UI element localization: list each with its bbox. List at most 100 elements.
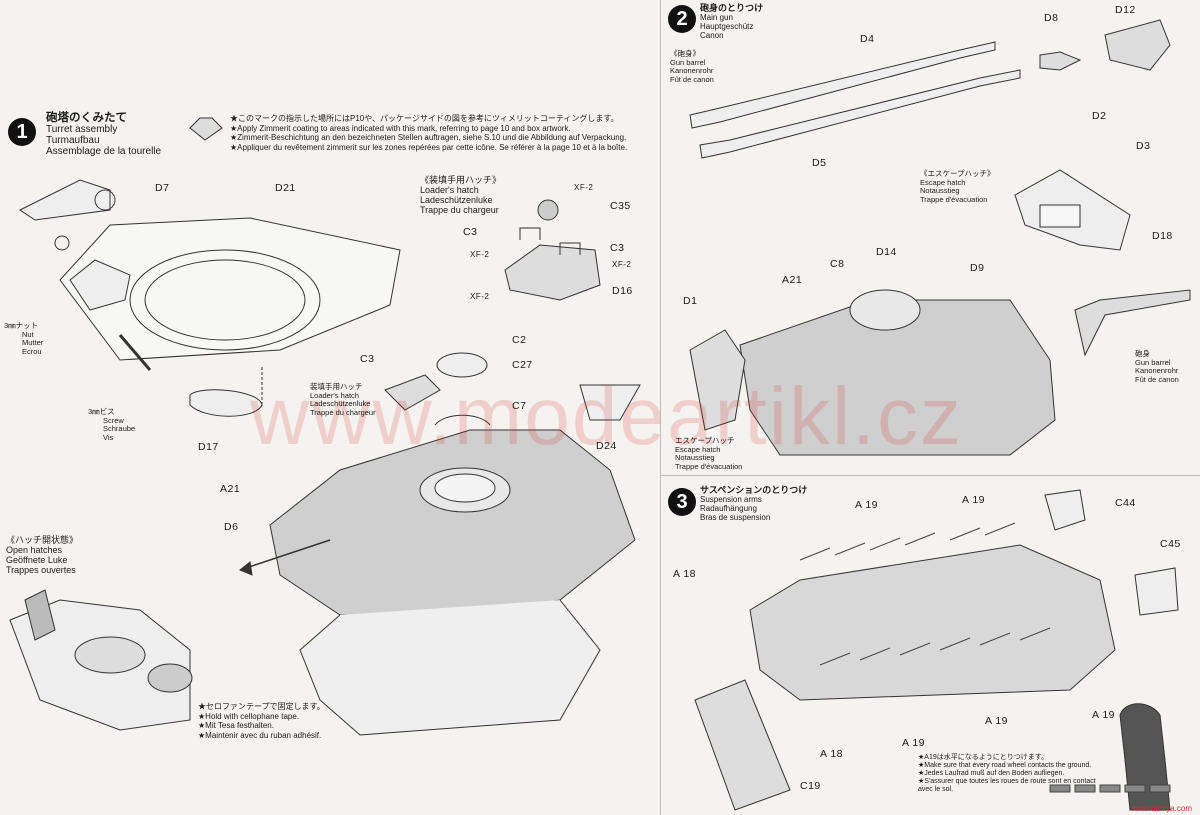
part-a19-c: A 19 <box>985 715 1009 727</box>
nut-jp: 3㎜ナット <box>4 321 39 330</box>
part-d4: D4 <box>860 33 875 45</box>
part-xf2-d: XF-2 <box>470 292 490 301</box>
screw-jp: 3㎜ビス <box>88 407 115 416</box>
part-d3: D3 <box>1136 140 1151 152</box>
step-1-title-en: Turret assembly <box>46 124 118 135</box>
zimmerit-note: ★このマークの指示した場所にはP10や、パッケージサイドの図を参考にツィメリット… <box>230 114 650 152</box>
step-3-title-fr: Bras de suspension <box>700 513 771 522</box>
screw-fr: Vis <box>103 432 114 442</box>
part-xf2-c: XF-2 <box>612 260 632 269</box>
part-a19-d: A 19 <box>1092 709 1116 721</box>
screw-en: Screw <box>103 415 124 425</box>
part-c45: C45 <box>1160 538 1181 550</box>
part-d5: D5 <box>812 157 827 169</box>
step-3-title-en: Suspension arms <box>700 495 762 504</box>
part-c19: C19 <box>800 780 821 792</box>
screw-label: 3㎜ビス Screw Schraube Vis <box>88 407 136 442</box>
watermark-text: www.modeartikl.cz <box>250 371 963 462</box>
part-d17: D17 <box>198 441 219 453</box>
zimmerit-note-de: ★Zimmerit-Beschichtung an den bezeichnet… <box>230 133 627 142</box>
step-1-heading: 砲塔のくみたて Turret assembly Turmaufbau Assem… <box>46 112 162 157</box>
part-c3-b: C3 <box>610 242 625 254</box>
step-1-title-jp: 砲塔のくみたて <box>46 112 127 124</box>
step-2-title-de: Hauptgeschütz <box>700 22 754 31</box>
zimmerit-note-fr: ★Appliquer du revêtement zimmerit sur le… <box>230 142 628 152</box>
part-a18-a: A 18 <box>673 568 697 580</box>
part-c35: C35 <box>610 200 631 212</box>
step-1-title-de: Turmaufbau <box>46 135 100 146</box>
nut-en: Nut <box>22 329 34 339</box>
zimmerit-note-en: ★Apply Zimmerit coating to areas indicat… <box>230 123 571 133</box>
screw-de: Schraube <box>103 424 136 433</box>
part-c3-a: C3 <box>463 226 478 238</box>
gun-barrel-2-fr: Fût de canon <box>1135 374 1179 384</box>
part-d21: D21 <box>275 182 296 194</box>
step-3-title-de: Radaufhängung <box>700 504 757 513</box>
part-d8: D8 <box>1044 12 1059 24</box>
escape-hatch-fr: Trappe d'évacuation <box>920 194 988 204</box>
open-hatches-label: 《ハッチ開状態》 Open hatches Geöffnete Luke Tra… <box>6 535 78 575</box>
loaders-hatch-label: 《装填手用ハッチ》 Loader's hatch Ladeschützenluk… <box>420 175 501 215</box>
level-note-de: ★Jedes Laufrad muß auf den Boden auflieg… <box>918 770 1065 777</box>
tape-note-fr: ★Maintenir avec du ruban adhésif. <box>198 730 322 740</box>
part-c8: C8 <box>830 258 845 270</box>
step-1-number: 1 <box>8 118 36 146</box>
step-1-title-fr: Assemblage de la tourelle <box>46 146 162 157</box>
nut-label: 3㎜ナット Nut Mutter Ecrou <box>4 321 44 356</box>
part-d1: D1 <box>683 295 698 307</box>
nut-de: Mutter <box>22 338 44 347</box>
escape-hatch-de: Notausstieg <box>920 186 960 195</box>
part-c7: C7 <box>512 400 527 412</box>
escape-hatch-2-jp: エスケープハッチ <box>675 436 735 445</box>
loaders-hatch-2-fr: Trappe du chargeur <box>310 407 376 417</box>
nut-fr: Ecrou <box>22 346 42 356</box>
gun-barrel-en: Gun barrel <box>670 57 706 67</box>
loaders-hatch-2-label: 装填手用ハッチ Loader's hatch Ladeschützenluke … <box>310 382 376 417</box>
tape-note-jp: ★セロファンテープで固定します。 <box>198 702 325 711</box>
loaders-hatch-2-en: Loader's hatch <box>310 390 359 400</box>
part-d24: D24 <box>596 440 617 452</box>
level-note-jp: ★A19は水平になるようにとりつけます。 <box>918 754 1049 761</box>
open-hatches-jp: 《ハッチ開状態》 <box>6 535 79 545</box>
footer-url: www.tamiya.com <box>1131 804 1192 813</box>
escape-hatch-en: Escape hatch <box>920 177 966 187</box>
part-d9: D9 <box>970 262 985 274</box>
tape-note-en: ★Hold with cellophane tape. <box>198 711 300 721</box>
open-hatches-en: Open hatches <box>6 545 63 555</box>
open-hatches-fr: Trappes ouvertes <box>6 565 76 575</box>
part-xf2-a: XF-2 <box>574 183 594 192</box>
part-d18: D18 <box>1152 230 1173 242</box>
step-3-number: 3 <box>668 488 696 516</box>
gun-barrel-2-jp: 砲身 <box>1135 349 1150 358</box>
loaders-hatch-fr: Trappe du chargeur <box>420 205 499 215</box>
level-note-fr: ★S'assurer que toutes les roues de route… <box>918 778 1096 793</box>
gun-barrel-2-label: 砲身 Gun barrel Kanonenrohr Fût de canon <box>1135 349 1179 384</box>
level-note: ★A19は水平になるようにとりつけます。 ★Make sure that eve… <box>918 754 1108 794</box>
part-c3-c: C3 <box>360 353 375 365</box>
part-a19-b: A 19 <box>855 499 879 511</box>
part-c2: C2 <box>512 334 527 346</box>
tape-note-de: ★Mit Tesa festhalten. <box>198 721 274 730</box>
step-3-title-jp: サスペンションのとりつけ <box>700 485 808 495</box>
zimmerit-note-jp: ★このマークの指示した場所にはP10や、パッケージサイドの図を参考にツィメリット… <box>230 114 619 123</box>
part-c44: C44 <box>1115 497 1136 509</box>
step-2-title-en: Main gun <box>700 13 733 22</box>
part-d6: D6 <box>224 521 239 533</box>
gun-barrel-jp: 《砲身》 <box>670 49 700 58</box>
gun-barrel-2-de: Kanonenrohr <box>1135 366 1179 375</box>
escape-hatch-2-label: エスケープハッチ Escape hatch Notausstieg Trappe… <box>675 436 742 471</box>
part-d14: D14 <box>876 246 897 258</box>
step-2-title-jp: 砲身のとりつけ <box>700 3 764 13</box>
part-a21-step2: A21 <box>782 274 803 286</box>
step-2-title-fr: Canon <box>700 31 724 40</box>
gun-barrel-2-en: Gun barrel <box>1135 357 1171 367</box>
part-d2: D2 <box>1092 110 1107 122</box>
step-3-heading: サスペンションのとりつけ Suspension arms Radaufhängu… <box>700 485 808 523</box>
escape-hatch-2-de: Notausstieg <box>675 453 715 462</box>
loaders-hatch-en: Loader's hatch <box>420 185 479 195</box>
column-divider <box>660 0 661 815</box>
loaders-hatch-de: Ladeschützenluke <box>420 195 493 205</box>
part-d16: D16 <box>612 285 633 297</box>
gun-barrel-de: Kanonenrohr <box>670 66 714 75</box>
